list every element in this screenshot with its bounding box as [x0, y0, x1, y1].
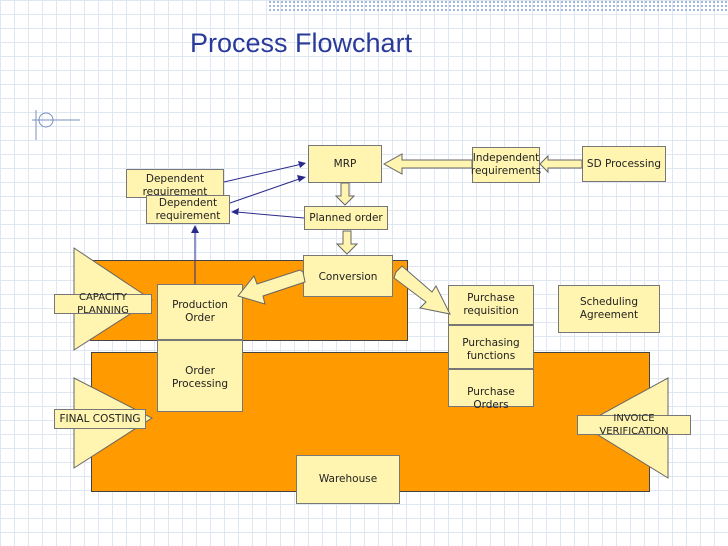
order-processing-box: Order Processing [157, 340, 243, 412]
planned-order-box: Planned order [304, 206, 388, 230]
invoice-verification-label: INVOICE VERIFICATION [577, 413, 691, 437]
page-title: Process Flowchart [190, 28, 413, 58]
warehouse-box: Warehouse [296, 455, 400, 504]
line-planned-to-dependent [235, 211, 305, 219]
arrowhead-dependent [297, 175, 306, 182]
capacity-planning-label: CAPACITY PLANNING [54, 292, 152, 316]
arrow-sd-to-independent [539, 154, 583, 174]
purchasing-functions-box: Purchasing functions [448, 325, 534, 369]
line-dependent-to-mrp [229, 177, 303, 204]
dotted-header-band [268, 0, 728, 12]
arrowhead-dependent-back [298, 161, 306, 168]
arrowhead-planned-to-dependent [231, 208, 239, 215]
arrowhead-production-to-dependent [191, 225, 199, 233]
arrow-conversion-to-production [237, 269, 306, 305]
arrow-independent-to-mrp [382, 153, 473, 175]
purchase-requisition-box: Purchase requisition [448, 285, 534, 325]
line-dependent-back-to-mrp [223, 163, 303, 183]
arrow-planned-to-conversion [335, 230, 359, 255]
dependent-requirement-back-box: Dependent requirement [126, 169, 224, 198]
conversion-box: Conversion [303, 255, 393, 297]
final-costing-label: FINAL COSTING [54, 409, 146, 429]
sd-processing-box: SD Processing [582, 146, 666, 182]
production-order-box: Production Order [157, 284, 243, 340]
independent-requirements-box: Independent requirements [471, 147, 541, 183]
scheduling-agreement-box: Scheduling Agreement [558, 285, 660, 333]
mrp-box: MRP [308, 145, 382, 183]
dependent-requirement-box: Dependent requirement [146, 195, 230, 224]
arrow-mrp-to-planned [334, 182, 356, 206]
arrow-conversion-to-purchase [393, 265, 451, 315]
crosshair-ornament [32, 110, 80, 140]
